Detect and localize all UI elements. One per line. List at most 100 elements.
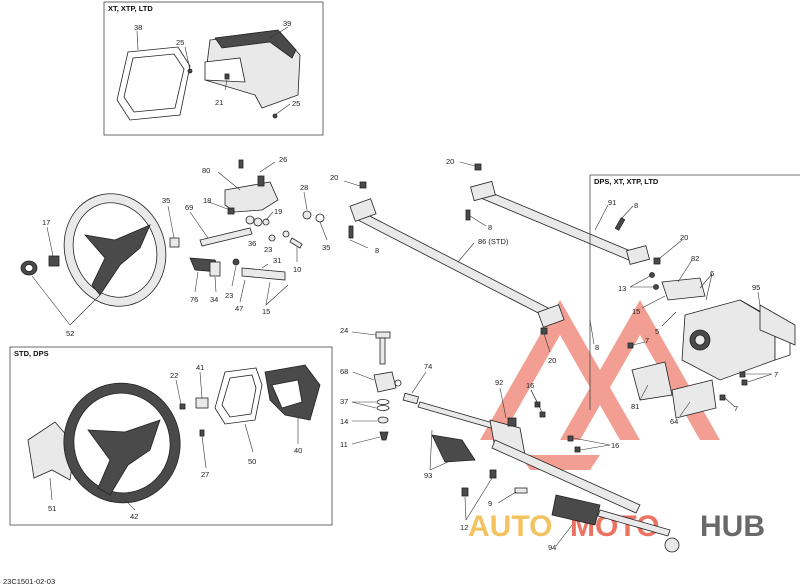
horn-cover-51 [27,421,76,481]
bezel-38 [116,46,191,121]
label-41: 41 [196,363,204,372]
label-10: 10 [293,265,301,274]
watermark-text-auto: AUTO [468,510,552,543]
label-22: 22 [170,371,178,380]
label-13: 13 [618,284,626,293]
screw-22 [179,403,186,410]
label-76: 76 [190,295,198,304]
bracket-81 [631,361,673,401]
label-16-upper: 16 [526,381,534,390]
bolts-12 [461,469,497,497]
tie-rod-74 [402,392,501,431]
bolt-18 [227,207,235,215]
std-box-title: STD, DPS [14,349,49,358]
label-7-dps-lower: 7 [734,404,738,413]
label-37: 37 [340,397,348,406]
label-20-shaft-top: 20 [330,173,338,182]
bolts-16 [534,401,581,453]
label-95: 95 [752,283,760,292]
label-92: 92 [495,378,503,387]
bolt-24 [375,331,391,365]
shaft-91-dps [465,163,650,265]
label-20-dps: 20 [680,233,688,242]
label-68: 68 [340,367,348,376]
cover-39 [204,29,301,109]
label-12: 12 [460,523,468,532]
bracket-82 [661,277,706,301]
watermark-text-hub: HUB [700,510,765,543]
clip-36 [268,230,290,242]
shaft-69 [199,227,253,247]
label-8-dps-shaft: 8 [488,223,492,232]
collar-34 [209,261,221,277]
nut-20-dps [653,257,661,265]
label-15-dps: 15 [632,307,640,316]
label-25-top: 25 [176,38,184,47]
label-35-left: 35 [162,196,170,205]
label-91: 91 [608,198,616,207]
label-40: 40 [294,446,302,455]
bolt-8-dps [614,217,626,231]
label-8-dps: 8 [634,201,638,210]
power-steering-unit-95 [681,299,796,381]
label-47: 47 [235,304,243,313]
cotter-11 [379,431,389,441]
label-80: 80 [202,166,210,175]
label-50: 50 [248,457,256,466]
label-20-shaft-bottom: 20 [548,356,556,365]
clip-41 [195,397,209,409]
label-5: 5 [655,327,659,336]
washer-28 [302,210,325,223]
shaft-86-std [348,181,565,335]
label-21: 21 [215,98,223,107]
label-18: 18 [203,196,211,205]
xt-xtp-ltd-box [103,1,324,136]
bracket-80 [224,159,279,213]
label-15-column: 15 [262,307,270,316]
label-69: 69 [185,203,193,212]
label-14: 14 [340,417,348,426]
label-19: 19 [274,207,282,216]
label-23-upper: 23 [264,245,272,254]
label-31: 31 [273,256,281,265]
label-64: 64 [670,417,678,426]
label-27: 27 [201,470,209,479]
label-25-bottom: 25 [292,99,300,108]
boot-93 [431,434,476,463]
std-dps-box [9,346,333,526]
label-81: 81 [631,402,639,411]
label-8-shaft-bottom: 8 [595,343,599,352]
washers-37 [376,399,390,411]
ring-52 [20,260,38,276]
label-7-dps-right: 7 [774,370,778,379]
steering-wheel-xt [63,193,167,307]
label-36: 36 [248,239,256,248]
bolt-9 [514,487,528,494]
bezel-50 [214,367,263,425]
label-16-lower: 16 [611,441,619,450]
label-20-dps-shaft: 20 [446,157,454,166]
dps-box-title: DPS, XT, XTP, LTD [594,177,659,186]
label-24: 24 [340,326,348,335]
steering-wheel-std-42 [63,382,181,504]
horn-cap-17 [48,255,60,267]
label-26: 26 [279,155,287,164]
bolts-7 [627,342,748,401]
label-28: 28 [300,183,308,192]
label-35-right: 35 [322,243,330,252]
nut-35-left [169,237,180,248]
label-11: 11 [340,440,348,449]
label-93: 93 [424,471,432,480]
tube-47 [232,258,286,281]
label-34: 34 [210,295,218,304]
boot-94 [551,494,680,553]
label-42: 42 [130,512,138,521]
label-38: 38 [134,23,142,32]
label-52: 52 [66,329,74,338]
label-6: 6 [710,269,714,278]
label-39: 39 [283,19,291,28]
label-82: 82 [691,254,699,263]
xt-box-title: XT, XTP, LTD [108,4,153,13]
label-94: 94 [548,543,556,552]
